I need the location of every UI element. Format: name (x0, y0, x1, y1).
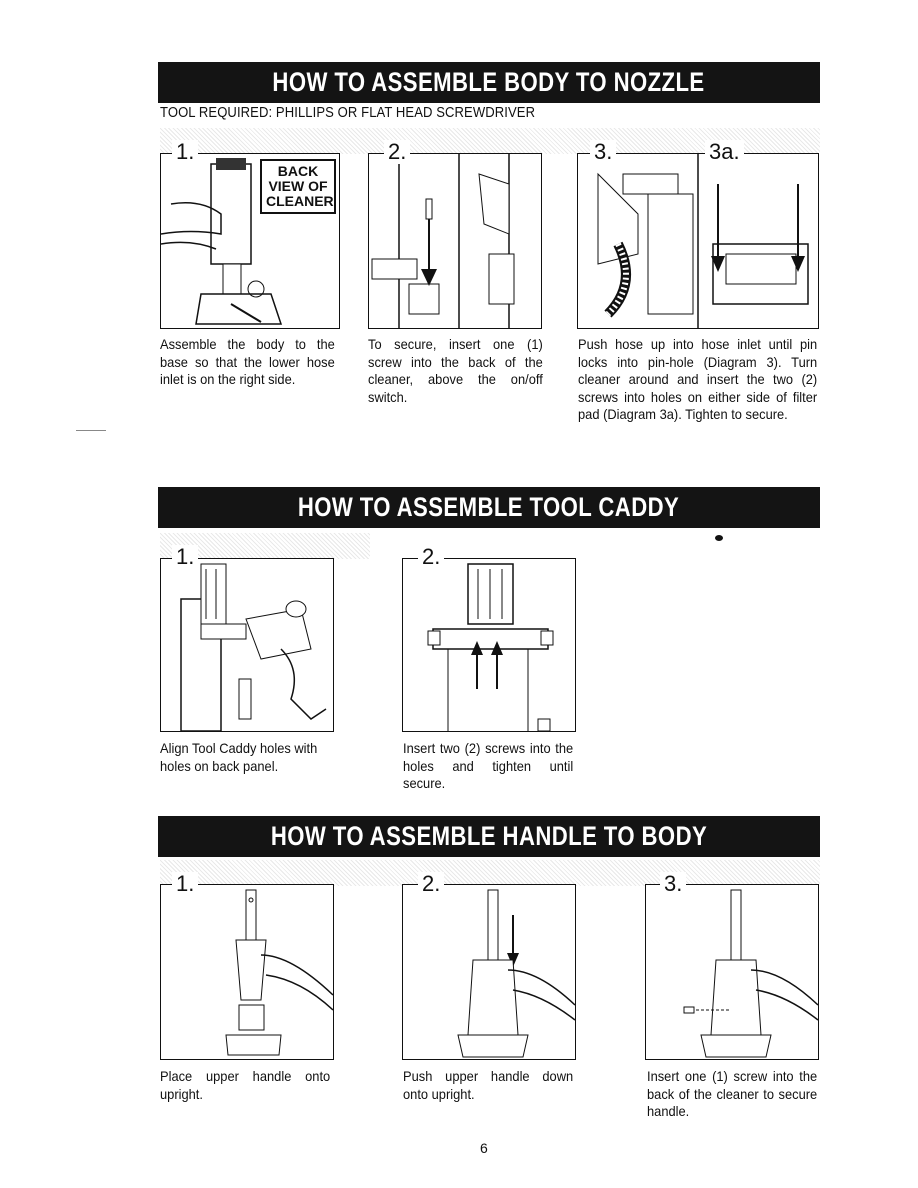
page-number: 6 (480, 1140, 488, 1156)
diagram-caddy-2 (402, 558, 576, 732)
diagram-handle-3 (645, 884, 819, 1060)
step-number: 3. (660, 872, 687, 896)
tool-required-note: TOOL REQUIRED: PHILLIPS OR FLAT HEAD SCR… (160, 105, 536, 121)
secure-handle-screw-illustration (683, 889, 818, 1058)
step-caption: To secure, insert one (1) screw into the… (368, 336, 543, 405)
screw-into-back-illustration (371, 154, 515, 328)
step-number: 3. (590, 140, 617, 164)
section-title-handle-body: HOW TO ASSEMBLE HANDLE TO BODY (158, 816, 820, 857)
section-title-tool-caddy: HOW TO ASSEMBLE TOOL CADDY (158, 487, 820, 528)
tool-caddy-screws-illustration (427, 563, 554, 731)
step-number: 2. (384, 140, 411, 164)
place-handle-illustration (225, 889, 333, 1056)
step-number: 2. (418, 872, 445, 896)
tool-caddy-align-illustration (180, 563, 327, 731)
vacuum-body-illustration (161, 158, 283, 325)
diagram-handle-1 (160, 884, 334, 1060)
diagram-caddy-1 (160, 558, 334, 732)
section-title-body-nozzle: HOW TO ASSEMBLE BODY TO NOZZLE (158, 62, 820, 103)
step-caption: Place upper handle onto upright. (160, 1068, 331, 1102)
diagram-body-3 (577, 153, 819, 329)
back-view-label: BACK VIEW OF CLEANER (260, 159, 336, 214)
step-caption: Assemble the body to the base so that th… (160, 336, 335, 387)
step-caption: Align Tool Caddy holes with holes on bac… (160, 740, 318, 774)
step-number: 2. (418, 545, 445, 569)
step-number: 1. (172, 872, 199, 896)
margin-rule (76, 430, 106, 431)
step-caption: Push hose up into hose inlet until pin l… (578, 336, 818, 422)
hose-and-filter-illustration (597, 154, 809, 328)
push-handle-illustration (457, 889, 575, 1058)
step-number: 1. (172, 545, 199, 569)
diagram-handle-2 (402, 884, 576, 1060)
diagram-body-2 (368, 153, 542, 329)
diagram-body-1: BACK VIEW OF CLEANER (160, 153, 340, 329)
step-number-sub: 3a. (705, 140, 744, 164)
scan-mark (715, 535, 723, 541)
step-caption: Insert two (2) screws into the holes and… (403, 740, 574, 791)
step-caption: Push upper handle down onto upright. (403, 1068, 574, 1102)
shading-band (160, 860, 820, 886)
step-caption: Insert one (1) screw into the back of th… (647, 1068, 818, 1119)
step-number: 1. (172, 140, 199, 164)
